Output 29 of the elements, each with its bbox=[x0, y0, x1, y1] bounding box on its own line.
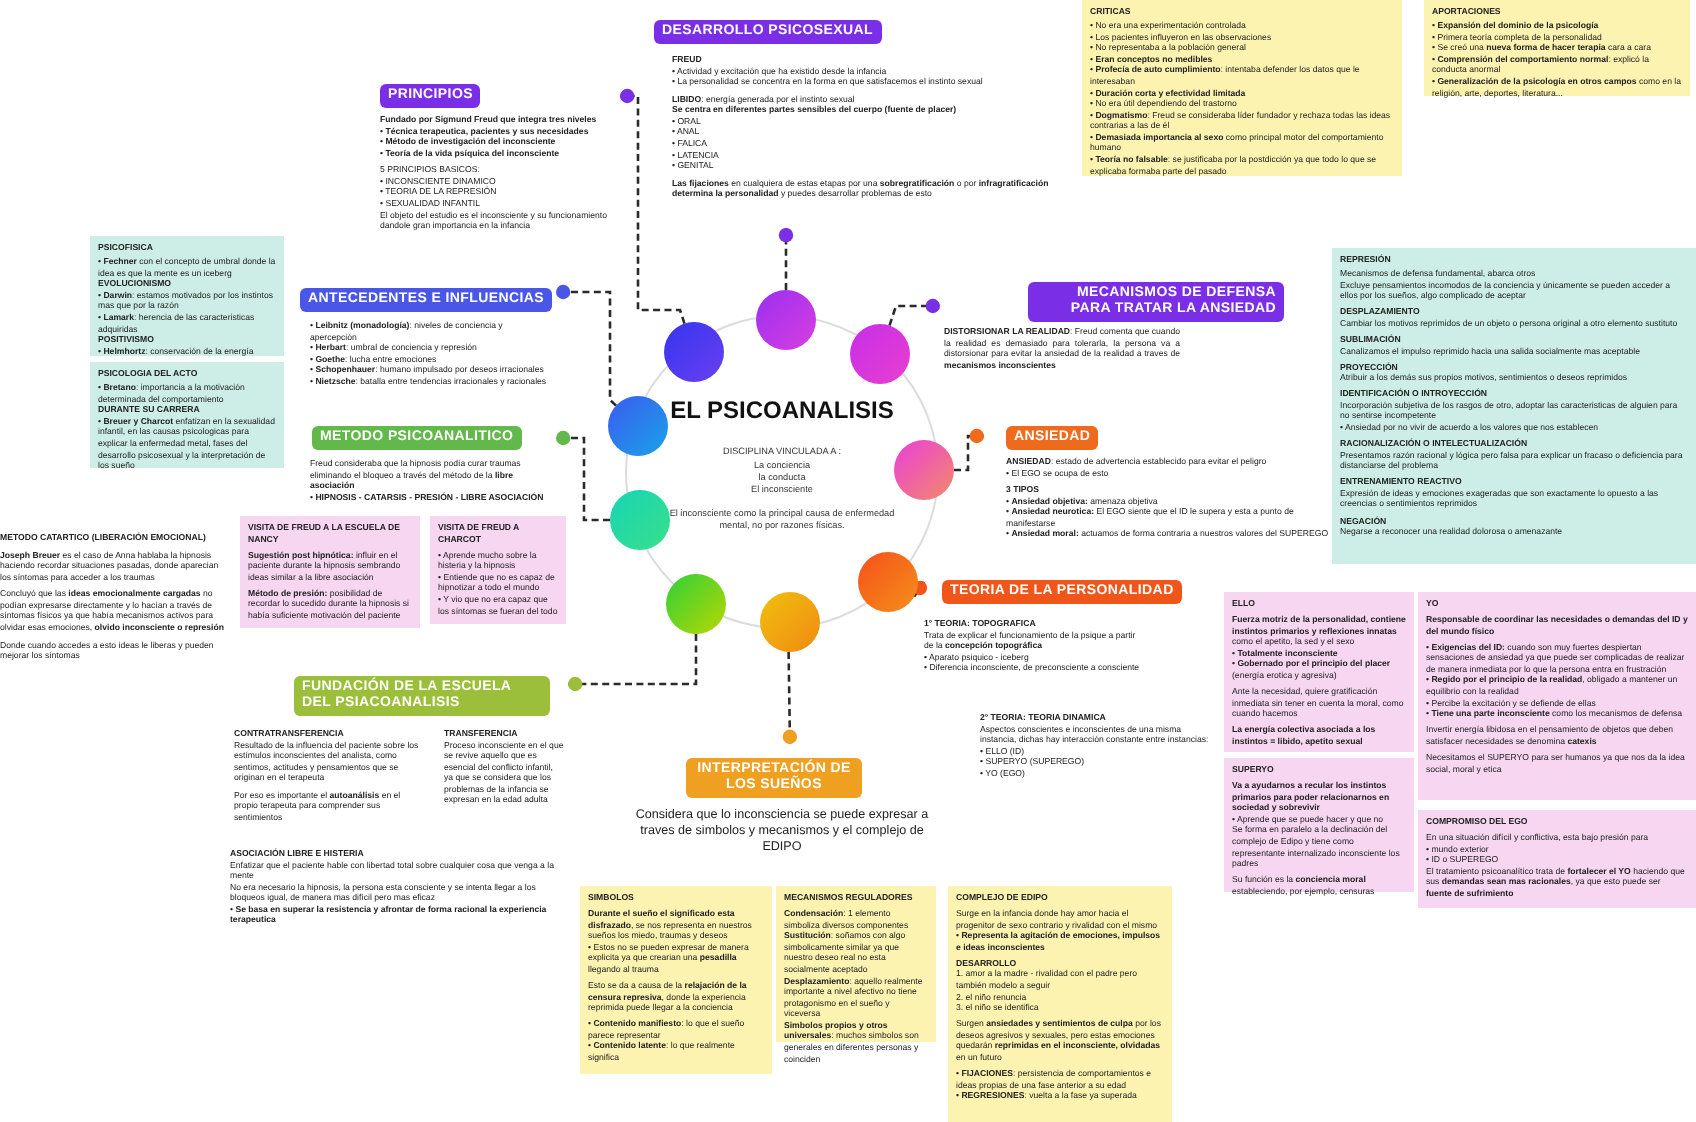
note-card bbox=[1418, 592, 1696, 800]
dashed-connector bbox=[888, 298, 940, 326]
dashed-connector bbox=[568, 634, 698, 692]
note-card bbox=[580, 886, 772, 1074]
dashed-connector bbox=[556, 430, 610, 522]
dashed-connector bbox=[912, 580, 928, 598]
dashed-connector bbox=[954, 428, 984, 472]
topic-circle bbox=[760, 592, 820, 652]
dashed-connector bbox=[778, 228, 794, 290]
note-card bbox=[240, 516, 420, 628]
topic-circle bbox=[608, 396, 668, 456]
topic-circle bbox=[666, 574, 726, 634]
note-card bbox=[1224, 758, 1414, 892]
note-card bbox=[1224, 592, 1414, 752]
note-card bbox=[948, 886, 1172, 1122]
note-card bbox=[1418, 810, 1696, 908]
topic-circle bbox=[894, 440, 954, 500]
dashed-connector bbox=[556, 284, 617, 407]
topic-circle bbox=[756, 290, 816, 350]
dashed-connector bbox=[620, 88, 686, 324]
note-card bbox=[90, 362, 284, 468]
note-card bbox=[430, 516, 566, 624]
note-card bbox=[1082, 0, 1402, 176]
topic-circle bbox=[610, 490, 670, 550]
note-card bbox=[1332, 248, 1696, 564]
dashed-connector bbox=[782, 651, 798, 744]
note-card bbox=[1424, 0, 1690, 96]
note-card bbox=[90, 236, 284, 356]
main-title: EL PSICOANALISIS bbox=[668, 396, 896, 426]
